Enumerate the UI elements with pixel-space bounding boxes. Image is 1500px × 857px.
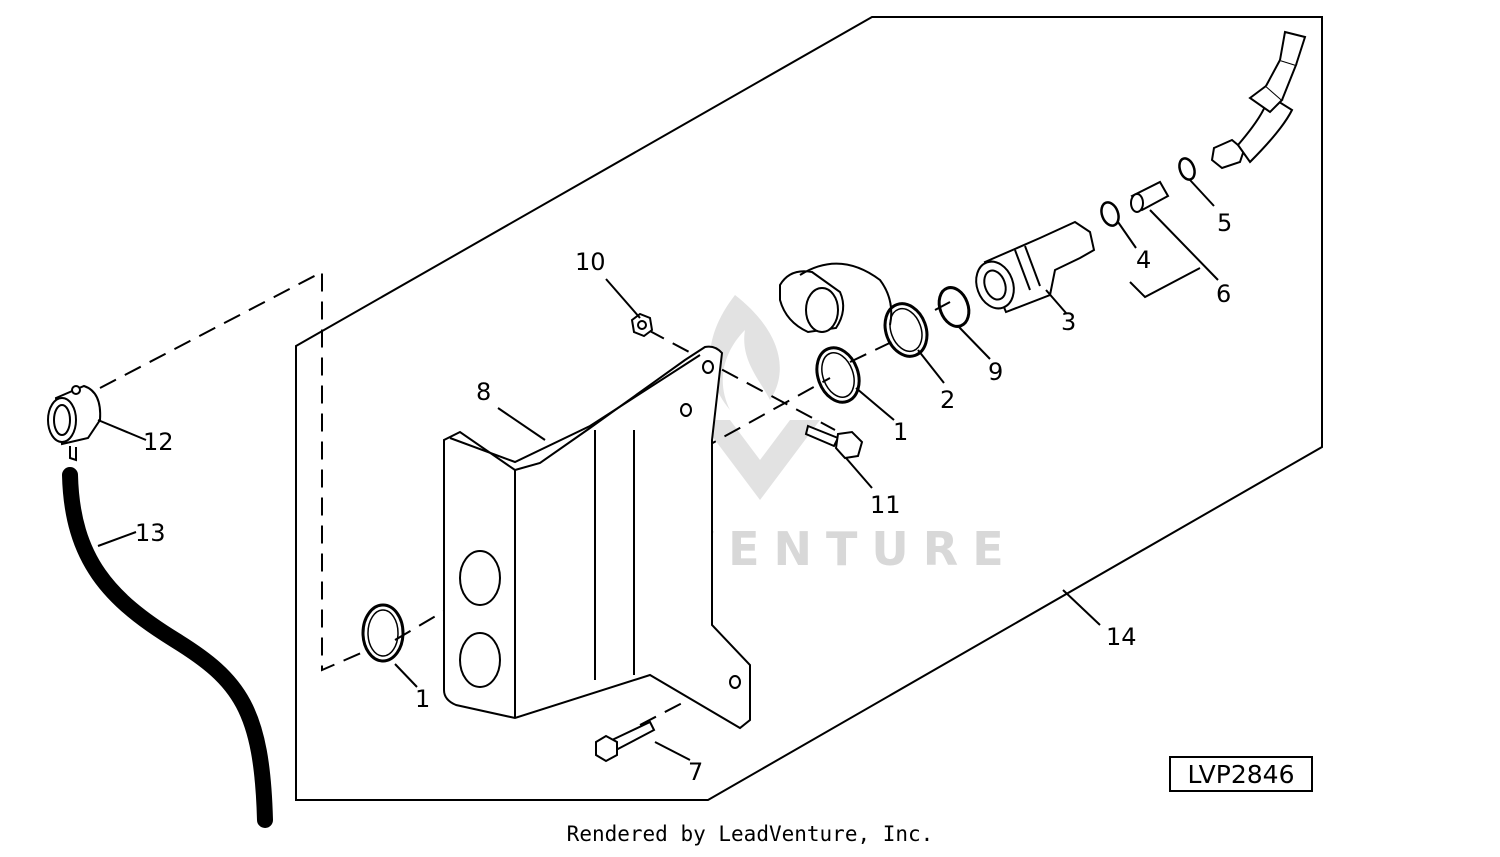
callout-1-lower: 1 (415, 685, 430, 713)
callout-11: 11 (870, 491, 901, 519)
o-ring-coupler (937, 286, 971, 328)
callout-2: 2 (940, 386, 955, 414)
footer-credit: Rendered by LeadVenture, Inc. (566, 822, 934, 846)
callout-12: 12 (143, 428, 174, 456)
quick-coupler (975, 220, 1096, 314)
bolt-lower (595, 720, 656, 763)
callout-5: 5 (1217, 209, 1232, 237)
callout-labels: 14 8 10 11 1 2 9 3 4 5 6 7 1 12 13 (135, 209, 1232, 786)
callout-9: 9 (988, 358, 1003, 386)
hose-clamp (47, 384, 102, 462)
dust-cap (779, 262, 893, 334)
adapter-fitting (1130, 180, 1170, 213)
reference-code-box: LVP2846 (1169, 756, 1313, 792)
bolt-upper (804, 424, 864, 460)
hose-end-fitting (1210, 30, 1307, 170)
callout-3: 3 (1061, 308, 1076, 336)
o-ring-adapter (1100, 201, 1120, 227)
callout-10: 10 (575, 248, 606, 276)
callout-4: 4 (1136, 246, 1151, 274)
alignment-lines (99, 270, 951, 726)
callout-8: 8 (476, 378, 491, 406)
nut-top (630, 312, 654, 338)
drain-hose (62, 467, 273, 828)
bracket-part (443, 345, 751, 730)
callout-6: 6 (1216, 280, 1231, 308)
leader-lines (97, 179, 1219, 761)
watermark-logo-icon (700, 295, 820, 500)
callout-13: 13 (135, 519, 166, 547)
snap-ring-lower (361, 603, 405, 663)
callout-14: 14 (1106, 623, 1137, 651)
callout-7: 7 (688, 758, 703, 786)
kit-boundary-outline (295, 16, 1323, 801)
o-ring-hose (1178, 157, 1196, 181)
callout-1-upper: 1 (893, 418, 908, 446)
reference-code: LVP2846 (1188, 760, 1295, 789)
dust-cap-ring (883, 302, 929, 358)
snap-ring-upper (815, 346, 861, 404)
